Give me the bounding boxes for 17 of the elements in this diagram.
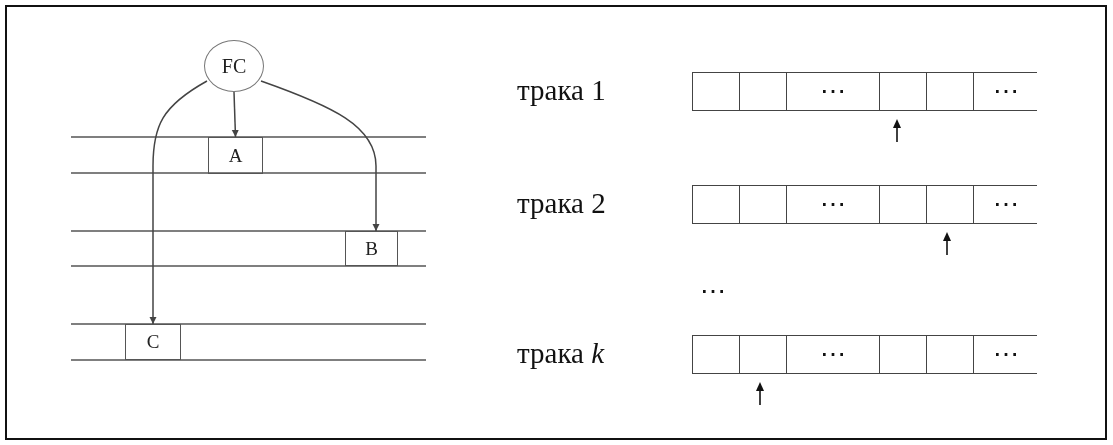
arrow [149,80,208,325]
track-label: трака 1 [517,76,606,105]
block-box: A [208,137,263,174]
tape-cell: ⋯ [973,335,1037,374]
track-label: трака k [517,339,605,368]
tape-cell: ⋯ [786,72,879,111]
tape-cell: ⋯ [786,335,879,374]
track-label: трака 2 [517,189,606,218]
arrow [231,91,239,138]
tape-cell: ⋯ [973,72,1037,111]
controller-circle: FC [204,40,264,92]
tape-cell: ⋯ [973,185,1037,224]
block-box: B [345,231,398,266]
block-box: C [125,324,181,360]
arrow [260,80,380,232]
tape-cell: ⋯ [786,185,879,224]
ellipsis: ⋯ [700,279,726,305]
